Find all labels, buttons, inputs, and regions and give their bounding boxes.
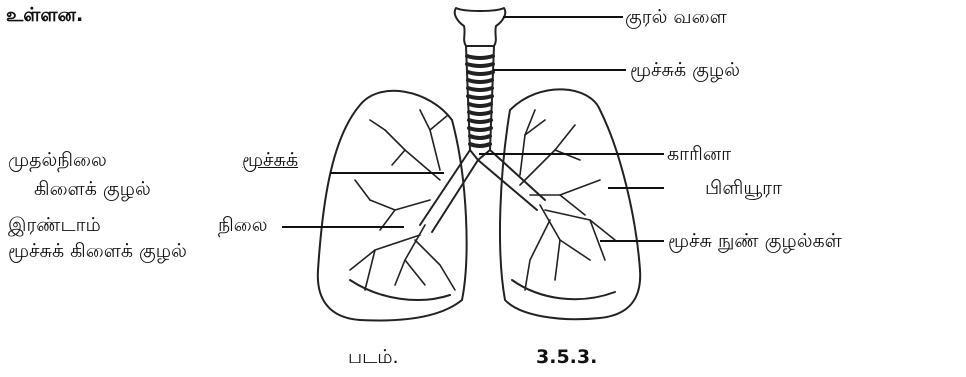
left-main-bronchus [420, 150, 478, 232]
label-pleura: பிளியூரா [705, 177, 782, 199]
label-bronchioles: மூச்சு நுண் குழல்கள் [668, 230, 842, 252]
label-trachea: மூச்சுக் குழல் [630, 59, 740, 81]
caption-prefix: படம். [348, 346, 399, 368]
left-lung-outline [318, 91, 467, 321]
label-secondary-bronchus-line2: மூச்சுக் கிளைக் குழல் [8, 240, 187, 262]
label-secondary-bronchus-a: இரண்டாம் [8, 214, 101, 236]
right-main-bronchus [478, 150, 545, 210]
label-primary-bronchus-a: முதல்நிலை [8, 149, 107, 171]
left-bronchi-branches [350, 110, 455, 290]
label-secondary-bronchus-b: நிலை [218, 214, 268, 236]
label-primary-bronchus-line2: கிளைக் குழல் [34, 178, 151, 200]
label-primary-bronchus-b: மூச்சுக் [242, 149, 298, 171]
label-larynx: குரல் வளை [625, 6, 727, 28]
trachea-rings [467, 56, 493, 146]
caption-number: 3.5.3. [536, 346, 597, 368]
top-fragment-text: உள்ளன. [6, 4, 83, 26]
label-carina: காரினா [667, 143, 731, 165]
right-bronchi-branches [520, 110, 615, 290]
larynx-drawing [455, 8, 506, 46]
